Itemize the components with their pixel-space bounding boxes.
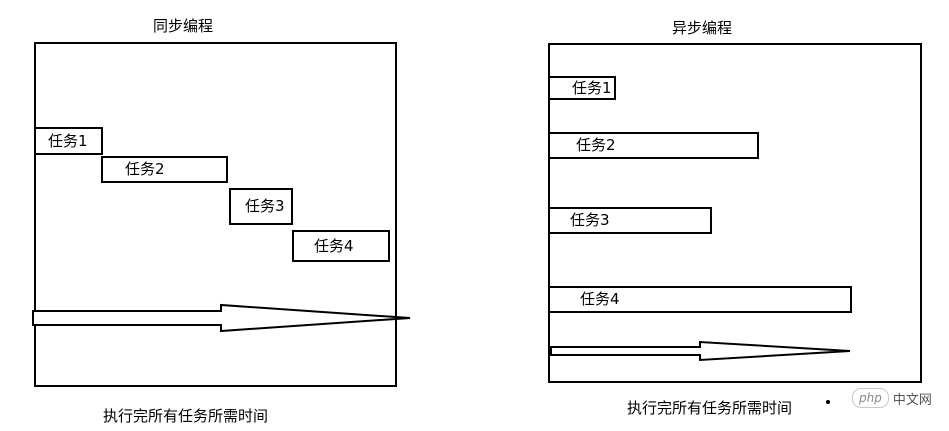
sync-caption: 执行完所有任务所需时间	[103, 407, 269, 425]
async-task-1-label: 任务1	[572, 78, 612, 97]
sync-title: 同步编程	[153, 17, 214, 35]
sync-time-arrow	[32, 303, 411, 333]
async-title: 异步编程	[672, 19, 733, 37]
watermark: php 中文网	[852, 388, 932, 408]
php-logo: php	[852, 388, 889, 408]
async-caption: 执行完所有任务所需时间	[627, 399, 793, 417]
sync-task-1-label: 任务1	[48, 131, 88, 150]
sync-task-1: 任务1	[34, 127, 103, 155]
async-time-arrow	[550, 340, 851, 362]
sync-task-4: 任务4	[292, 230, 390, 262]
sync-panel	[34, 42, 397, 387]
decorative-dot	[826, 400, 830, 404]
async-task-1: 任务1	[548, 76, 616, 100]
sync-task-3-label: 任务3	[245, 197, 285, 215]
async-task-3: 任务3	[548, 207, 712, 234]
sync-task-4-label: 任务4	[314, 236, 354, 255]
async-task-2-label: 任务2	[576, 136, 616, 154]
sync-task-2: 任务2	[101, 156, 228, 183]
sync-task-2-label: 任务2	[125, 160, 165, 178]
sync-task-3: 任务3	[229, 188, 293, 225]
watermark-text: 中文网	[892, 392, 932, 408]
async-task-2: 任务2	[548, 132, 759, 159]
async-task-4-label: 任务4	[580, 290, 620, 308]
async-task-4: 任务4	[548, 286, 852, 313]
async-task-3-label: 任务3	[570, 211, 610, 229]
